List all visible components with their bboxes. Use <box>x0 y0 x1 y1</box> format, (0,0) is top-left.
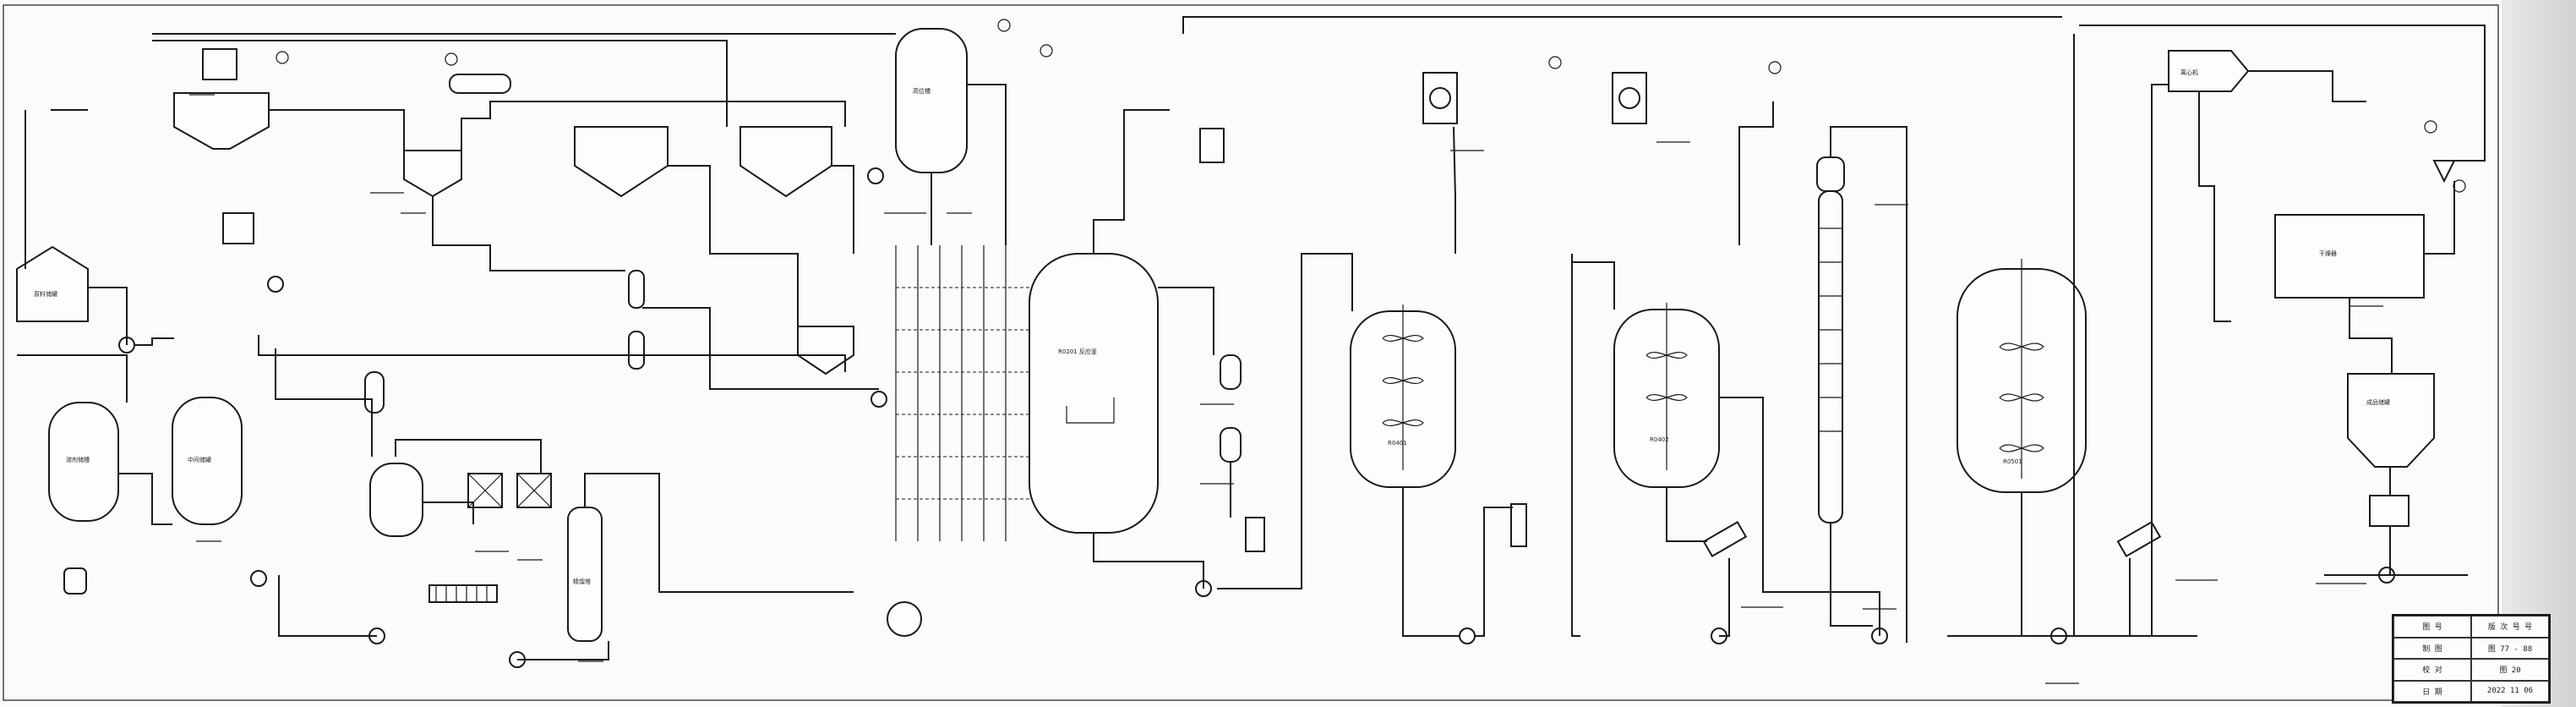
condenser-top-2 <box>1612 72 1647 124</box>
product-hopper: 成品储罐 <box>2347 373 2435 468</box>
vertical-vessel-2: 中间储罐 <box>172 397 243 525</box>
svg-text:原料储罐: 原料储罐 <box>34 290 57 298</box>
dryer: 干燥器 <box>2274 214 2425 299</box>
svg-text:离心机: 离心机 <box>2180 69 2198 76</box>
scan-edge-shadow <box>2502 0 2576 707</box>
vessel-top: 高位槽 <box>895 28 968 173</box>
screw-conveyor-1 <box>1702 520 1748 558</box>
piping-rack <box>895 245 1029 541</box>
drawing-border <box>3 4 2499 701</box>
vertical-vessel-1: 溶剂储槽 <box>48 402 119 522</box>
main-reactor: R0201 反应釜 <box>1029 253 1159 534</box>
reactor-2: R0401 <box>1350 304 1456 488</box>
annotation-marks <box>189 94 2383 684</box>
small-vessel-3 <box>628 331 645 370</box>
bagging-unit <box>2369 495 2410 527</box>
storage-tank-1: 原料储罐 <box>16 245 89 322</box>
svg-text:高位槽: 高位槽 <box>913 87 931 95</box>
settler-2 <box>574 126 669 198</box>
instrument-tags <box>276 19 2466 193</box>
svg-text:干燥器: 干燥器 <box>2319 249 2337 257</box>
svg-text:中间储罐: 中间储罐 <box>188 456 211 463</box>
heat-exchanger-1 <box>428 584 498 603</box>
svg-text:溶剂储槽: 溶剂储槽 <box>66 456 90 463</box>
reactor-3: R0402 <box>1613 303 1720 488</box>
small-vessel-2 <box>628 270 645 309</box>
title-cell: 图 号 <box>2393 616 2471 638</box>
horizontal-receiver <box>449 74 511 94</box>
svg-text:R0201 反应釜: R0201 反应釜 <box>1058 348 1097 355</box>
svg-text:R0402: R0402 <box>1650 436 1669 443</box>
hopper-1 <box>173 48 270 244</box>
column-left: 精馏塔 <box>567 507 603 642</box>
title-cell: 版 次 号 号 <box>2471 616 2549 638</box>
title-cell: 制 图 <box>2393 637 2471 659</box>
reboiler-vessel <box>369 463 423 537</box>
cyclone <box>2432 160 2456 184</box>
title-block: 图 号 版 次 号 号 制 图 图 77 - 88 校 对 图 20 日 期 2… <box>2392 614 2551 704</box>
sight-glass <box>1245 517 1265 552</box>
condensate-pot-2 <box>1220 427 1242 463</box>
svg-text:成品储罐: 成品储罐 <box>2366 398 2390 406</box>
title-cell: 校 对 <box>2393 659 2471 681</box>
process-lines <box>17 16 2486 660</box>
svg-text:R0501: R0501 <box>2003 458 2022 465</box>
blower <box>887 601 922 637</box>
svg-text:精馏塔: 精馏塔 <box>573 578 591 585</box>
reactor-4: R0501 <box>1957 259 2087 493</box>
vacuum-unit-1 <box>1199 128 1225 163</box>
title-cell: 日 期 <box>2393 680 2471 702</box>
condensate-pot-1 <box>1220 354 1242 390</box>
small-vessel-1 <box>364 371 385 414</box>
settler-1 <box>403 150 462 198</box>
condenser-top-1 <box>1422 72 1458 124</box>
settler-3 <box>740 126 832 198</box>
filter-pair <box>467 473 552 508</box>
settler-4 <box>797 326 854 375</box>
column-mid <box>1816 156 1845 523</box>
small-drum <box>63 567 87 595</box>
title-cell: 2022 11 06 <box>2471 680 2549 702</box>
cartridge-filter <box>1510 503 1527 547</box>
title-cell: 图 20 <box>2471 659 2549 681</box>
screw-conveyor-2 <box>2116 520 2162 558</box>
svg-text:R0401: R0401 <box>1388 440 1407 447</box>
centrifuge: 离心机 <box>2168 50 2250 92</box>
title-cell: 图 77 - 88 <box>2471 637 2549 659</box>
